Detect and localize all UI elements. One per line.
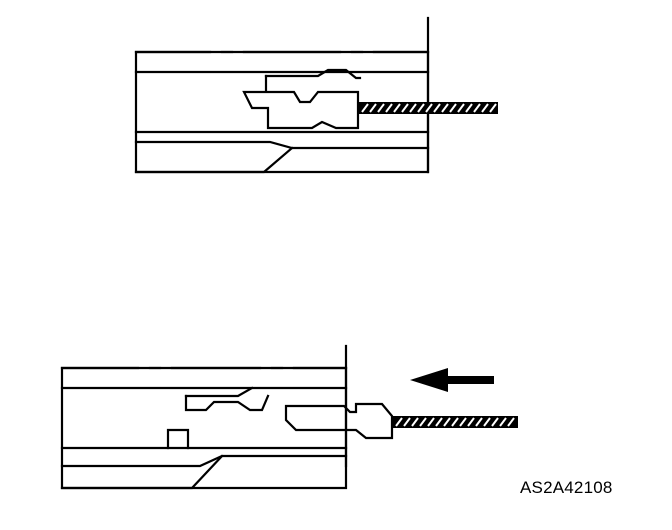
figure-code: AS2A42108 (520, 478, 613, 497)
top-housing (134, 16, 430, 174)
top-terminal (242, 90, 360, 130)
wire-cable-icon (392, 416, 518, 428)
arrow-left-icon (410, 368, 494, 392)
bottom-view-release (60, 344, 518, 490)
bottom-terminal (284, 402, 394, 440)
bottom-housing (60, 344, 348, 490)
wire-cable-icon (358, 102, 498, 114)
top-view-locked (134, 16, 498, 174)
